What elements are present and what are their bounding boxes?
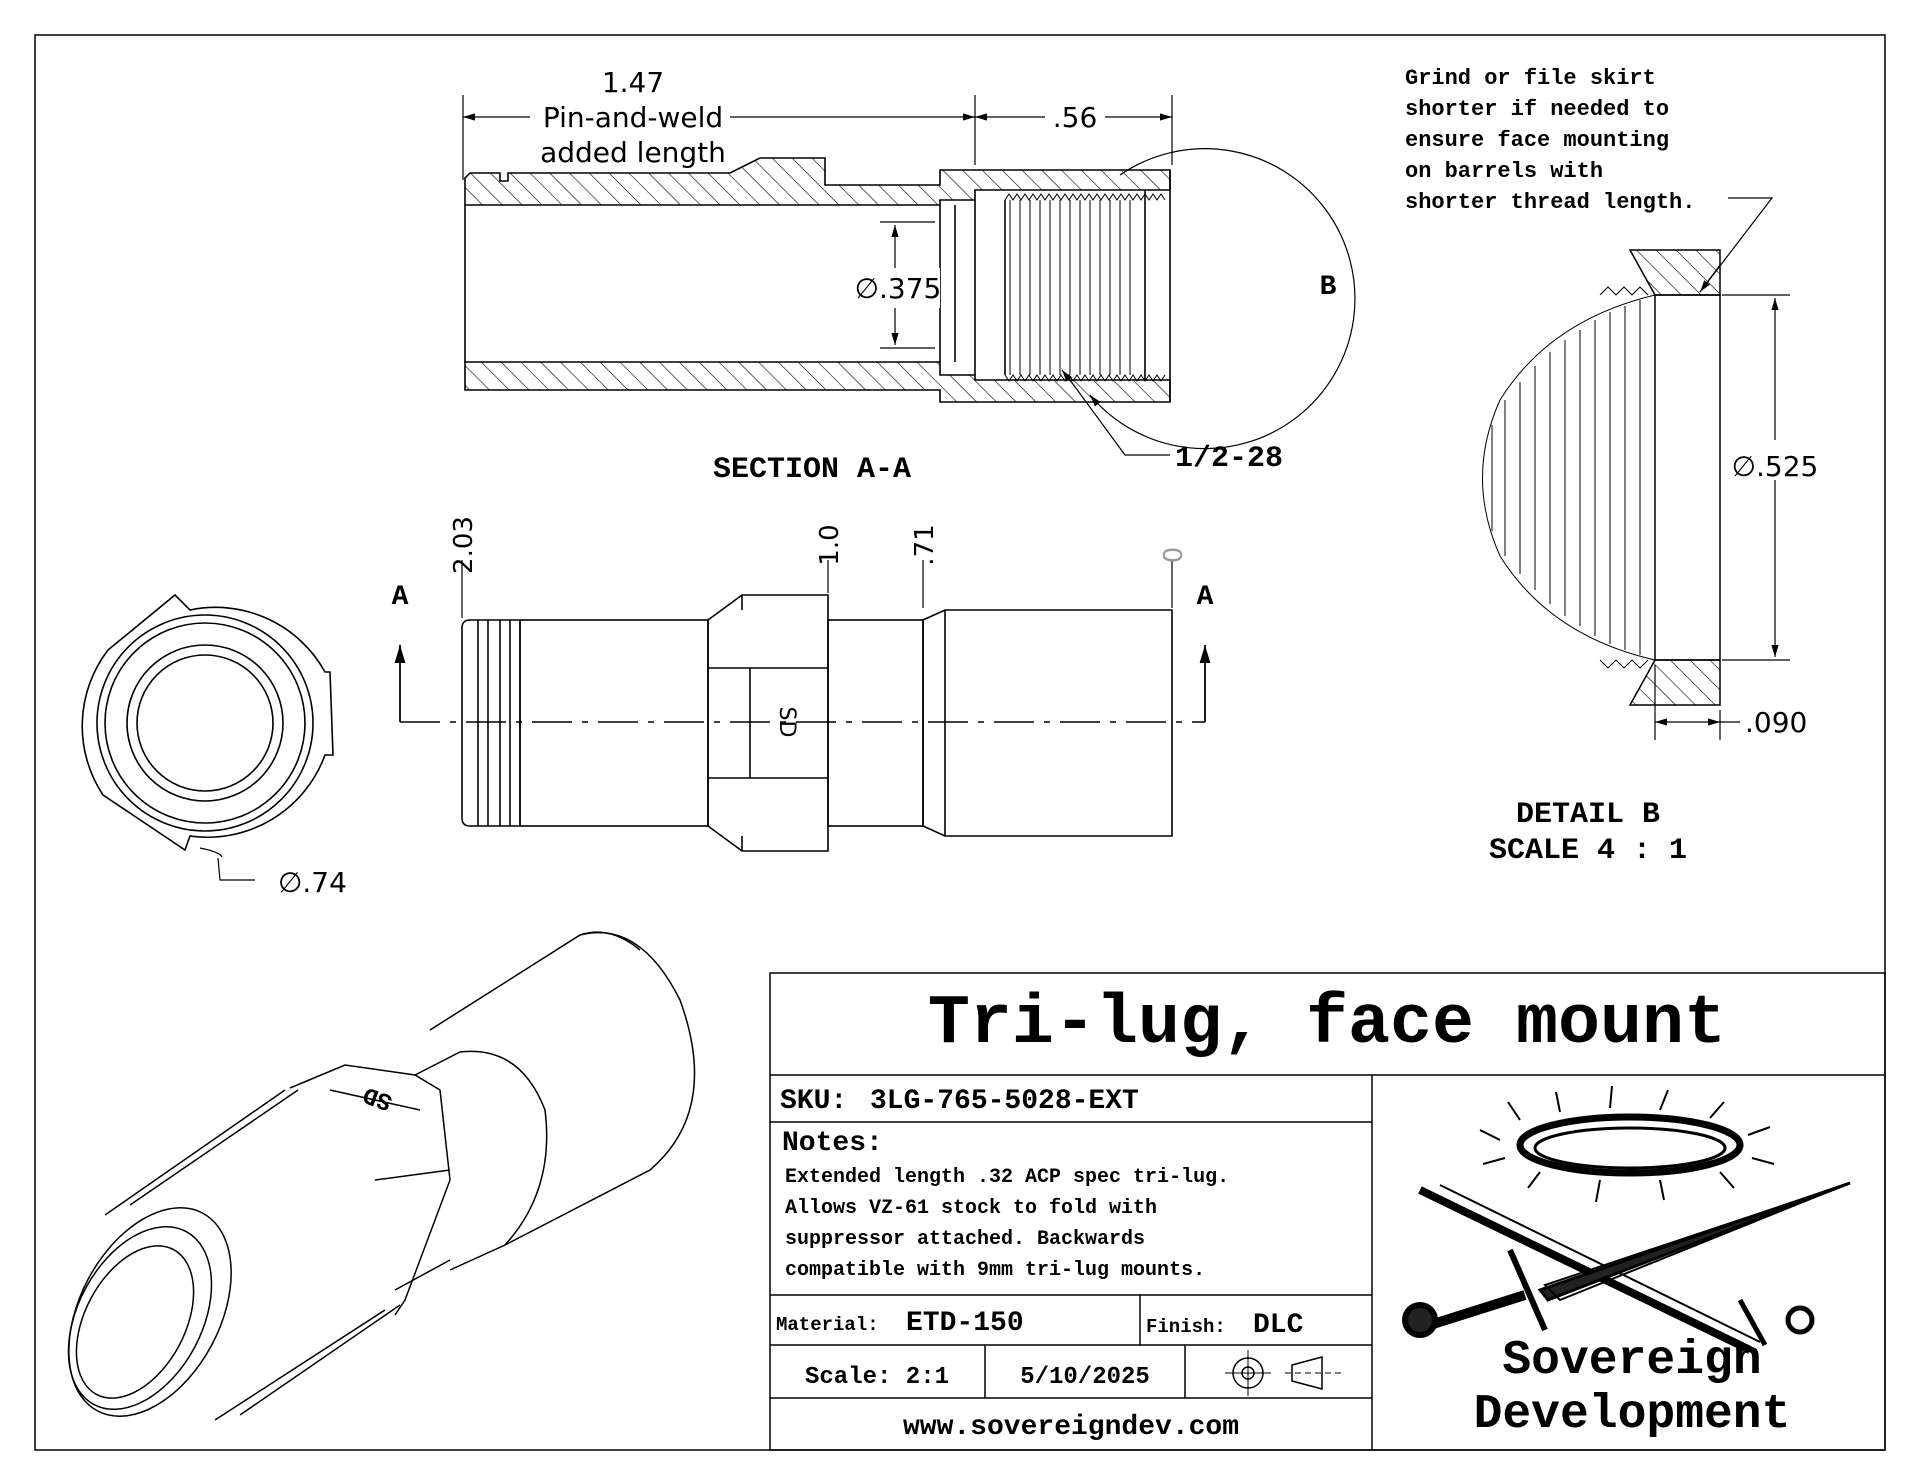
dim-short-value: .56 [1053, 101, 1098, 134]
notes-label: Notes: [782, 1128, 883, 1159]
notes-line-4: compatible with 9mm tri-lug mounts. [785, 1259, 1205, 1282]
date-value: 5/10/2025 [1020, 1364, 1150, 1391]
isometric-view [67, 931, 696, 1421]
station-label-1: 2.03 [449, 516, 479, 574]
scale-value: Scale: 2:1 [805, 1364, 949, 1391]
side-view [461, 560, 1173, 852]
drawing-title: Tri-lug, face mount [928, 985, 1726, 1064]
section-top-wall [464, 157, 1171, 206]
internal-threads [1004, 193, 1166, 382]
section-a-a-view [464, 148, 1356, 450]
lug-profile [81, 593, 334, 852]
sku-value: 3LG-765-5028-EXT [870, 1086, 1139, 1117]
detail-face-dim: .090 [1745, 706, 1807, 739]
company-name-line-1: Sovereign [1502, 1334, 1761, 1388]
detail-note-line-1: Grind or file skirt [1405, 66, 1656, 91]
material-value: ETD-150 [906, 1308, 1024, 1339]
detail-label: DETAIL B [1516, 798, 1660, 832]
company-name-line-2: Development [1474, 1388, 1791, 1442]
dim-bore-value: ∅.375 [855, 272, 942, 305]
company-logo-icon [1402, 1085, 1851, 1354]
detail-note-leader [1699, 197, 1774, 293]
finish-value: DLC [1253, 1310, 1304, 1341]
section-label: SECTION A-A [713, 453, 911, 487]
station-label-4: 0 [1159, 547, 1189, 564]
thread-callout: 1/2-28 [1175, 442, 1283, 476]
station-label-2: 1.0 [815, 524, 845, 565]
material-label: Material: [776, 1314, 879, 1336]
section-marker-left: A [392, 582, 409, 613]
section-marker-right: A [1197, 582, 1214, 613]
detail-note-line-3: ensure face mounting [1405, 128, 1669, 153]
detail-note-line-2: shorter if needed to [1405, 97, 1669, 122]
dim-length-value: 1.47 [602, 66, 664, 99]
detail-b-view [1482, 249, 1790, 740]
end-view-diameter: ∅.74 [278, 866, 347, 899]
iso-logo-engraving: SD [360, 1080, 396, 1115]
projection-cone-icon [1291, 1356, 1323, 1390]
detail-note-line-5: shorter thread length. [1405, 190, 1695, 215]
detail-b-marker: B [1320, 272, 1337, 303]
dim-length-note-1: Pin-and-weld [543, 101, 723, 134]
station-label-3: .71 [910, 524, 940, 565]
lug-band [707, 594, 829, 852]
side-logo-engraving: SD [774, 707, 799, 738]
dim-length-note-2: added length [540, 136, 726, 169]
detail-scale: SCALE 4 : 1 [1489, 834, 1687, 868]
title-block [769, 972, 1886, 1451]
end-view [81, 593, 334, 881]
detail-diameter: ∅.525 [1732, 450, 1819, 483]
notes-line-2: Allows VZ-61 stock to fold with [785, 1197, 1157, 1220]
notes-line-1: Extended length .32 ACP spec tri-lug. [785, 1166, 1229, 1189]
notes-line-3: suppressor attached. Backwards [785, 1228, 1145, 1251]
detail-b-circle [1089, 148, 1356, 450]
sku-label: SKU: [780, 1086, 847, 1117]
detail-note-line-4: on barrels with [1405, 159, 1603, 184]
section-bottom-wall [464, 361, 1171, 403]
finish-label: Finish: [1146, 1316, 1226, 1338]
website: www.sovereigndev.com [903, 1412, 1239, 1443]
